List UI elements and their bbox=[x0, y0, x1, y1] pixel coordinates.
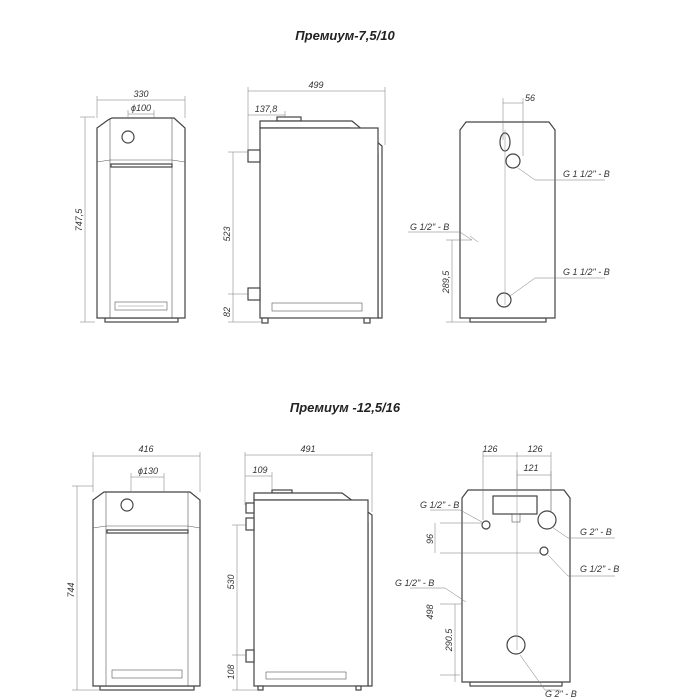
model-2: Премиум -12,5/16 416 ϕ130 744 491 109 53… bbox=[66, 400, 619, 699]
depth-label: 491 bbox=[300, 444, 315, 454]
flue-offset-label: 137,8 bbox=[255, 104, 278, 114]
middle-right-connection-label: G 1/2" - B bbox=[580, 564, 619, 574]
sensor-port bbox=[511, 513, 521, 523]
offset-label: 56 bbox=[525, 93, 535, 103]
middle-right-connection bbox=[539, 546, 549, 556]
model-1-title: Премиум-7,5/10 bbox=[295, 28, 395, 43]
dimension-lines bbox=[228, 87, 386, 323]
upper-right-connection bbox=[537, 510, 557, 530]
width-label: 416 bbox=[138, 444, 153, 454]
flue-offset-label: 109 bbox=[252, 465, 267, 475]
drain-height-label: 289,5 bbox=[441, 270, 451, 295]
offset-right-label: 126 bbox=[527, 444, 542, 454]
back-view: 126 126 121 G 1/2" - B G 2" - B G 1/2" -… bbox=[395, 444, 619, 699]
sight-glass bbox=[120, 498, 134, 512]
drain-height-label: 290.5 bbox=[444, 628, 454, 653]
door-top bbox=[110, 163, 173, 168]
height-label: 747,5 bbox=[74, 208, 84, 232]
foot bbox=[261, 317, 269, 324]
drain-label: G 1/2" - B bbox=[395, 578, 434, 588]
height-label: 744 bbox=[66, 582, 76, 597]
pipe-spacing-label: 523 bbox=[222, 226, 232, 241]
bottom-pipe-height-label: 108 bbox=[226, 664, 236, 679]
foot bbox=[355, 685, 362, 691]
dimension-lines bbox=[232, 452, 373, 691]
lower-connection bbox=[496, 292, 512, 308]
depth-label: 499 bbox=[308, 80, 323, 90]
side-view: 499 137,8 523 82 bbox=[222, 80, 386, 324]
boiler-body bbox=[96, 117, 186, 319]
model-2-title: Премиум -12,5/16 bbox=[290, 400, 401, 415]
offset-inner-label: 121 bbox=[523, 463, 538, 473]
body-panels bbox=[92, 492, 201, 686]
side-view: 491 109 530 108 bbox=[226, 444, 373, 691]
boiler-body bbox=[459, 121, 556, 319]
grille bbox=[265, 671, 347, 680]
grille bbox=[111, 669, 183, 679]
boiler-body bbox=[259, 127, 379, 319]
dimension-lines bbox=[408, 98, 605, 323]
door-top bbox=[106, 529, 189, 534]
width-label: 330 bbox=[133, 89, 148, 99]
upper-connection bbox=[505, 153, 521, 169]
supply-pipe bbox=[245, 517, 255, 531]
foot bbox=[363, 317, 371, 324]
grille bbox=[271, 302, 363, 312]
upper-left-connection-label: G 1/2" - B bbox=[420, 500, 459, 510]
upper-left-connection bbox=[481, 520, 491, 530]
dimension-lines bbox=[72, 452, 201, 691]
front-view: 416 ϕ130 744 bbox=[66, 444, 201, 691]
flue-diameter-label: ϕ130 bbox=[138, 466, 158, 476]
back-view: 56 G 1 1/2" - B G 1/2" - B G 1 1/2" - B … bbox=[408, 93, 610, 323]
dimension-lines bbox=[80, 96, 186, 323]
foot bbox=[257, 685, 264, 691]
lower-connection bbox=[506, 635, 526, 655]
offset-left-label: 126 bbox=[482, 444, 497, 454]
flue-stub bbox=[245, 502, 255, 514]
return-pipe bbox=[245, 649, 255, 663]
sight-glass bbox=[121, 130, 135, 144]
grille bbox=[114, 301, 168, 311]
boiler-body bbox=[461, 489, 571, 683]
lower-connection-label: G 1 1/2" - B bbox=[563, 267, 610, 277]
boiler-body bbox=[92, 491, 201, 687]
bottom-pipe-height-label: 82 bbox=[222, 307, 232, 317]
front-view: 330 ϕ100 747,5 bbox=[74, 89, 186, 323]
flue-opening bbox=[492, 495, 538, 515]
model-1: Премиум-7,5/10 330 ϕ100 747,5 499 137,8 … bbox=[74, 28, 610, 324]
spacing-label: 96 bbox=[425, 534, 435, 544]
upper-right-connection-label: G 2" - B bbox=[580, 527, 612, 537]
supply-pipe bbox=[247, 149, 261, 163]
return-pipe bbox=[247, 287, 261, 301]
body-panels bbox=[96, 118, 186, 318]
upper-connection-label: G 1 1/2" - B bbox=[563, 169, 610, 179]
lower-connection-label: G 2" - B bbox=[545, 689, 577, 699]
flue-diameter-label: ϕ100 bbox=[131, 103, 151, 113]
dimension-lines bbox=[410, 452, 615, 691]
boiler-body bbox=[253, 499, 369, 687]
height-498-label: 498 bbox=[425, 604, 435, 619]
drain-label: G 1/2" - B bbox=[410, 222, 449, 232]
pipe-spacing-label: 530 bbox=[226, 574, 236, 589]
